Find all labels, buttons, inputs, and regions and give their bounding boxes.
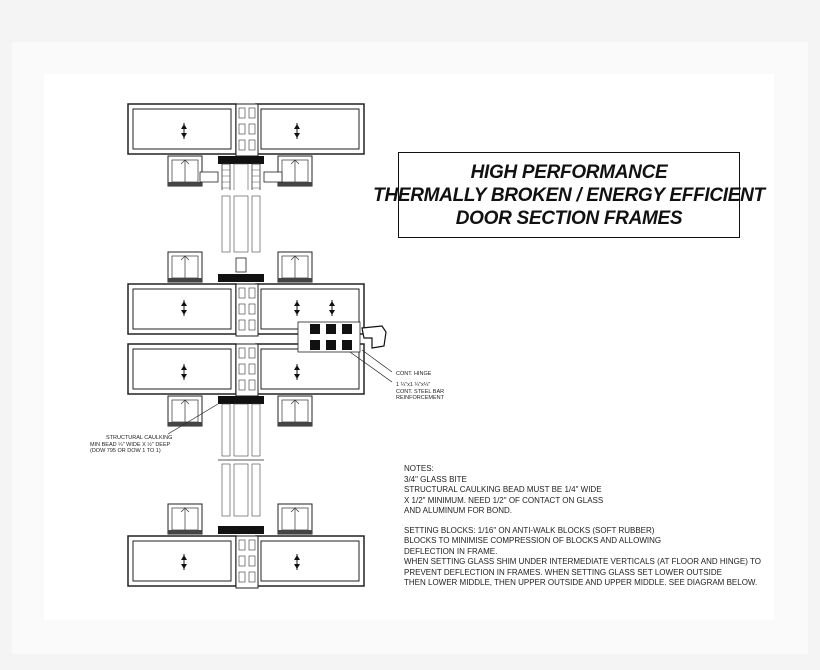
steel-bar-label-line: CONT. STEEL BAR <box>396 388 445 395</box>
title-line-2: THERMALLY BROKEN / ENERGY EFFICIENT <box>373 184 765 206</box>
upper-door-section <box>127 103 365 225</box>
glass-infill <box>218 190 264 517</box>
setting-line: SETTING BLOCKS: 1/16" ON ANTI-WALK BLOCK… <box>404 525 655 535</box>
caulking-label-line: STRUCTURAL CAULKING <box>106 435 173 441</box>
setting-line: BLOCKS TO MINIMISE COMPRESSION OF BLOCKS… <box>404 536 662 545</box>
steel-bar-label: 1 ¼"x1 ¼"x¼" CONT. STEEL BAR REINFORCEME… <box>396 382 444 402</box>
notes-line: STRUCTURAL CAULKING BEAD MUST BE 1/4" WI… <box>404 485 602 494</box>
notes-heading: NOTES: <box>404 464 434 473</box>
middle-door-section <box>127 251 387 427</box>
lower-door-section <box>127 503 365 589</box>
caulking-label: STRUCTURAL CAULKING MIN BEAD ¼" WIDE X ½… <box>90 435 172 455</box>
steel-bar-label-line: 1 ¼"x1 ¼"x¼" <box>396 382 431 388</box>
caulking-label-line: (DOW 795 OR DOW 1 TO 1) <box>90 448 161 454</box>
notes-line: 3/4" GLASS BITE <box>404 474 467 484</box>
hinge-label: CONT. HINGE <box>396 371 432 377</box>
caulking-label-line: MIN BEAD ¼" WIDE X ½" DEEP <box>90 441 171 448</box>
setting-line: WHEN SETTING GLASS SHIM UNDER INTERMEDIA… <box>404 557 761 566</box>
notes-block: NOTES: 3/4" GLASS BITE STRUCTURAL CAULKI… <box>404 464 761 589</box>
setting-line: THEN LOWER MIDDLE, THEN UPPER OUTSIDE AN… <box>404 578 758 587</box>
setting-line: DEFLECTION IN FRAME. <box>404 546 498 556</box>
title-box: HIGH PERFORMANCE THERMALLY BROKEN / ENER… <box>373 152 765 238</box>
leader-lines <box>167 349 393 435</box>
steel-bar-label-line: REINFORCEMENT <box>396 395 444 401</box>
setting-line: PREVENT DEFLECTION IN FRAMES. WHEN SETTI… <box>404 567 722 577</box>
title-line-1: HIGH PERFORMANCE <box>470 161 668 183</box>
notes-line: X 1/2" MINIMUM. NEED 1/2" OF CONTACT ON … <box>404 495 604 505</box>
notes-line: AND ALUMINUM FOR BOND. <box>404 506 513 515</box>
title-line-3: DOOR SECTION FRAMES <box>455 207 683 229</box>
